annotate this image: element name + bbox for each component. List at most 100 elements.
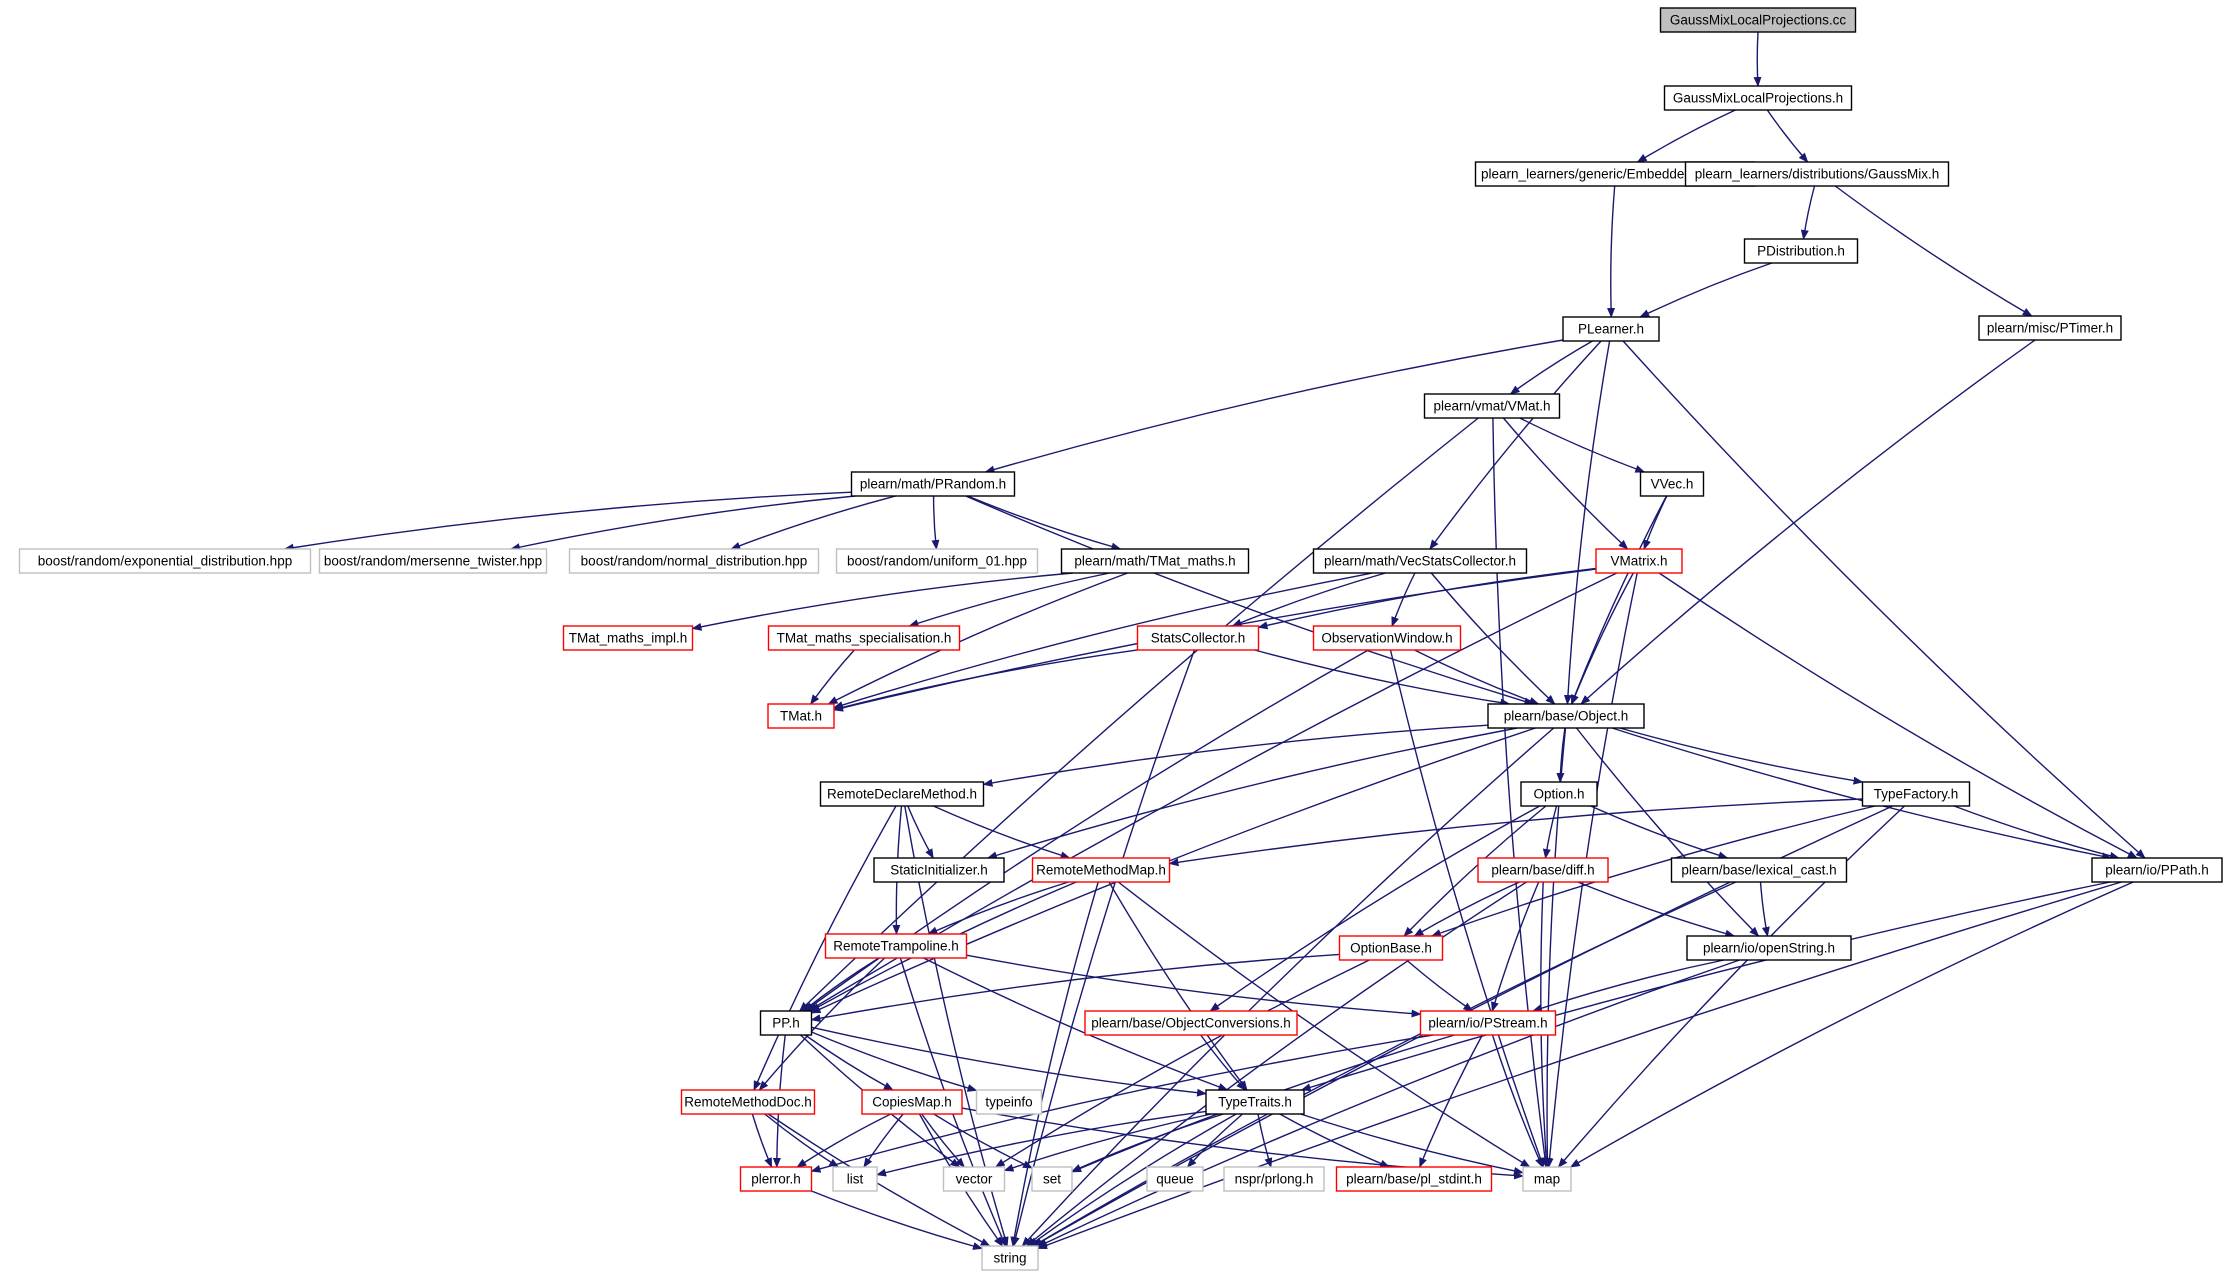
node-box[interactable] xyxy=(1487,703,1645,729)
node-copiesmap[interactable]: CopiesMap.h xyxy=(861,1089,963,1115)
node-box[interactable] xyxy=(1423,393,1561,419)
node-box[interactable] xyxy=(824,933,968,959)
node-box[interactable] xyxy=(2091,857,2223,883)
node-rmdoc[interactable]: RemoteMethodDoc.h xyxy=(680,1089,816,1115)
node-label: plearn/io/openString.h xyxy=(1703,941,1835,956)
node-box[interactable] xyxy=(942,1166,1006,1192)
node-pstream[interactable]: plearn/io/PStream.h xyxy=(1419,1010,1557,1036)
node-box[interactable] xyxy=(1522,1166,1572,1192)
edge-pstream-to-plerror xyxy=(810,1034,1434,1173)
node-typeinfo[interactable]: typeinfo xyxy=(975,1089,1043,1115)
node-staticinit[interactable]: StaticInitializer.h xyxy=(873,857,1005,883)
node-string[interactable]: string xyxy=(981,1245,1039,1271)
node-rdm[interactable]: RemoteDeclareMethod.h xyxy=(819,781,985,807)
node-normdist[interactable]: boost/random/normal_distribution.hpp xyxy=(568,548,820,574)
node-plearner[interactable]: PLearner.h xyxy=(1562,316,1660,342)
node-box[interactable] xyxy=(1639,471,1705,497)
node-box[interactable] xyxy=(1338,935,1444,961)
node-vecstats[interactable]: plearn/math/VecStatsCollector.h xyxy=(1312,548,1528,574)
node-objconv[interactable]: plearn/base/ObjectConversions.h xyxy=(1084,1010,1298,1036)
node-box[interactable] xyxy=(873,857,1005,883)
node-vector[interactable]: vector xyxy=(942,1166,1006,1192)
node-list[interactable]: list xyxy=(832,1166,878,1192)
node-box[interactable] xyxy=(1335,1166,1493,1192)
node-plstdint[interactable]: plearn/base/pl_stdint.h xyxy=(1335,1166,1493,1192)
node-box[interactable] xyxy=(1136,625,1260,651)
node-gaussmix[interactable]: plearn_learners/distributions/GaussMix.h xyxy=(1684,161,1950,187)
node-queue[interactable]: queue xyxy=(1146,1166,1204,1192)
node-vmatrix[interactable]: VMatrix.h xyxy=(1595,548,1683,574)
node-box[interactable] xyxy=(767,625,961,651)
node-box[interactable] xyxy=(318,548,548,574)
node-pdist[interactable]: PDistribution.h xyxy=(1743,238,1859,264)
node-box[interactable] xyxy=(1684,161,1950,187)
node-box[interactable] xyxy=(568,548,820,574)
node-box[interactable] xyxy=(850,471,1016,497)
node-box[interactable] xyxy=(835,548,1039,574)
node-tmatmaths[interactable]: plearn/math/TMat_maths.h xyxy=(1060,548,1250,574)
node-prandom[interactable]: plearn/math/PRandom.h xyxy=(850,471,1016,497)
node-tmatspec[interactable]: TMat_maths_specialisation.h xyxy=(767,625,961,651)
node-box[interactable] xyxy=(832,1166,878,1192)
node-pp[interactable]: PP.h xyxy=(759,1010,813,1036)
node-set[interactable]: set xyxy=(1031,1166,1073,1192)
node-box[interactable] xyxy=(1205,1089,1305,1115)
node-lexcast[interactable]: plearn/base/lexical_cast.h xyxy=(1670,857,1848,883)
node-box[interactable] xyxy=(1978,315,2122,341)
node-optbase[interactable]: OptionBase.h xyxy=(1338,935,1444,961)
node-box[interactable] xyxy=(1060,548,1250,574)
node-tmat[interactable]: TMat.h xyxy=(767,703,835,729)
node-tmatimpl[interactable]: TMat_maths_impl.h xyxy=(562,625,694,651)
node-box[interactable] xyxy=(767,703,835,729)
node-object[interactable]: plearn/base/Object.h xyxy=(1487,703,1645,729)
node-typetraits[interactable]: TypeTraits.h xyxy=(1205,1089,1305,1115)
node-box[interactable] xyxy=(562,625,694,651)
node-box[interactable] xyxy=(739,1166,813,1192)
node-box[interactable] xyxy=(1743,238,1859,264)
node-statscoll[interactable]: StatsCollector.h xyxy=(1136,625,1260,651)
node-uniform[interactable]: boost/random/uniform_01.hpp xyxy=(835,548,1039,574)
node-box[interactable] xyxy=(680,1089,816,1115)
node-rtramp[interactable]: RemoteTrampoline.h xyxy=(824,933,968,959)
node-box[interactable] xyxy=(1562,316,1660,342)
node-gmlp_h[interactable]: GaussMixLocalProjections.h xyxy=(1663,85,1853,111)
node-prlong[interactable]: nspr/prlong.h xyxy=(1223,1166,1325,1192)
node-vvec[interactable]: VVec.h xyxy=(1639,471,1705,497)
node-box[interactable] xyxy=(819,781,985,807)
node-box[interactable] xyxy=(1146,1166,1204,1192)
node-box[interactable] xyxy=(1659,7,1857,33)
node-box[interactable] xyxy=(1595,548,1683,574)
node-box[interactable] xyxy=(1663,85,1853,111)
node-box[interactable] xyxy=(18,548,312,574)
node-box[interactable] xyxy=(1312,625,1462,651)
node-plerror[interactable]: plerror.h xyxy=(739,1166,813,1192)
node-expdist[interactable]: boost/random/exponential_distribution.hp… xyxy=(18,548,312,574)
node-box[interactable] xyxy=(1031,857,1171,883)
node-box[interactable] xyxy=(1084,1010,1298,1036)
node-box[interactable] xyxy=(975,1089,1043,1115)
node-map[interactable]: map xyxy=(1522,1166,1572,1192)
node-mersenne[interactable]: boost/random/mersenne_twister.hpp xyxy=(318,548,548,574)
node-obswin[interactable]: ObservationWindow.h xyxy=(1312,625,1462,651)
node-box[interactable] xyxy=(1419,1010,1557,1036)
node-vmat[interactable]: plearn/vmat/VMat.h xyxy=(1423,393,1561,419)
node-box[interactable] xyxy=(1861,781,1971,807)
node-option[interactable]: Option.h xyxy=(1520,781,1598,807)
node-box[interactable] xyxy=(1031,1166,1073,1192)
node-box[interactable] xyxy=(1477,857,1609,883)
node-root[interactable]: GaussMixLocalProjections.cc xyxy=(1659,7,1857,33)
node-box[interactable] xyxy=(981,1245,1039,1271)
node-box[interactable] xyxy=(1312,548,1528,574)
node-box[interactable] xyxy=(1223,1166,1325,1192)
node-box[interactable] xyxy=(861,1089,963,1115)
node-box[interactable] xyxy=(759,1010,813,1036)
node-openstring[interactable]: plearn/io/openString.h xyxy=(1686,935,1852,961)
node-box[interactable] xyxy=(1520,781,1598,807)
node-typefactory[interactable]: TypeFactory.h xyxy=(1861,781,1971,807)
node-ppath[interactable]: plearn/io/PPath.h xyxy=(2091,857,2223,883)
node-rmm[interactable]: RemoteMethodMap.h xyxy=(1031,857,1171,883)
node-diff[interactable]: plearn/base/diff.h xyxy=(1477,857,1609,883)
node-box[interactable] xyxy=(1670,857,1848,883)
node-box[interactable] xyxy=(1686,935,1852,961)
node-ptimer[interactable]: plearn/misc/PTimer.h xyxy=(1978,315,2122,341)
